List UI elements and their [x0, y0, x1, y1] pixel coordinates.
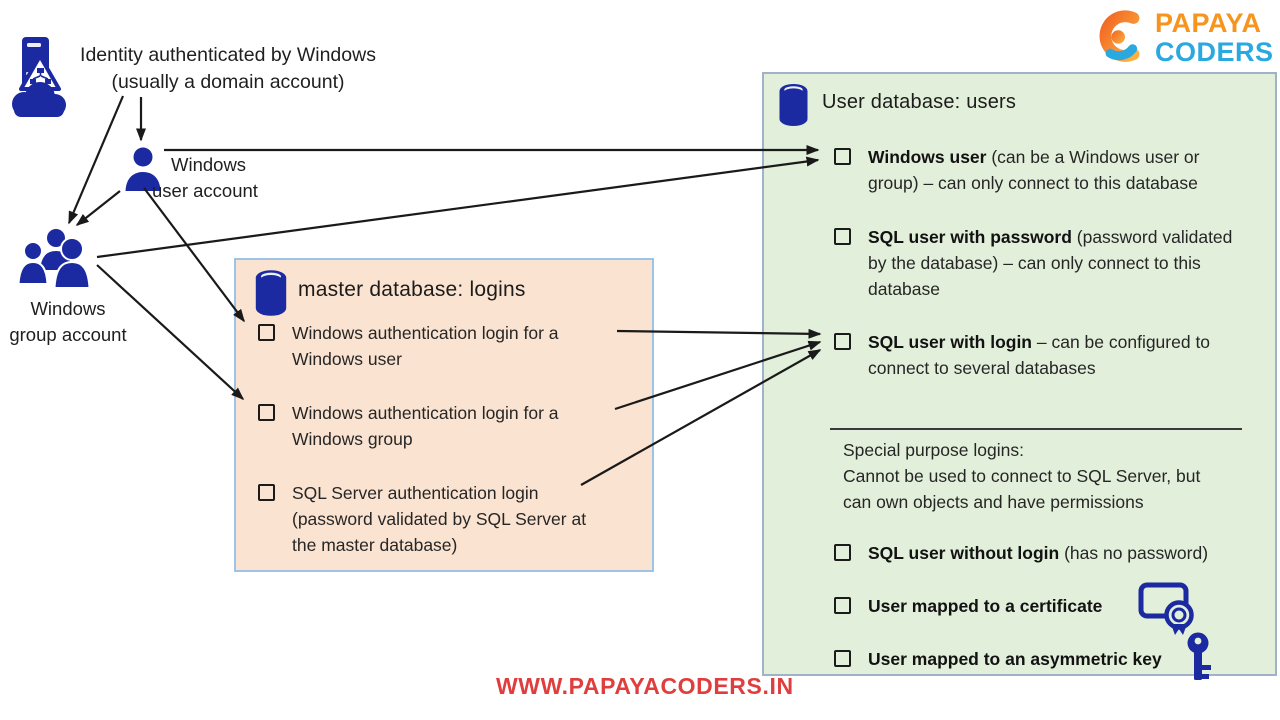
windows-group-icon — [17, 227, 91, 289]
userdb-item-text: Windows user (can be a Windows user or g… — [868, 147, 1200, 193]
userdb-item-sql-user-without-login: SQL user without login (has no password) — [834, 540, 1270, 566]
userdb-item-sql-user-with-login: SQL user with login – can be configured … — [834, 329, 1270, 381]
identity-label: Identity authenticated by Windows (usual… — [68, 42, 388, 96]
checkbox-bullet-icon — [834, 148, 851, 165]
master-database-icon — [255, 270, 287, 316]
website-watermark: WWW.PAPAYACODERS.IN — [496, 673, 794, 699]
user-database-icon — [779, 84, 808, 126]
master-item-text: Windows authentication login for a Windo… — [292, 403, 559, 449]
checkbox-bullet-icon — [258, 324, 275, 341]
checkbox-bullet-icon — [834, 650, 851, 667]
user-database-box: User database: users Windows user (can b… — [762, 72, 1277, 680]
windows-group-label: Windows group account — [0, 296, 140, 348]
windows-group-label-line1: Windows — [30, 298, 106, 319]
master-item-text: Windows authentication login for a Windo… — [292, 323, 559, 369]
windows-user-label-line2: user account — [152, 180, 258, 201]
logo-text-papaya: PAPAYA — [1155, 8, 1262, 38]
checkbox-bullet-icon — [834, 333, 851, 350]
master-item-text: SQL Server authentication login (passwor… — [292, 483, 587, 555]
userdb-item-sql-user-with-password: SQL user with password (password validat… — [834, 224, 1270, 302]
checkbox-bullet-icon — [258, 484, 275, 501]
special-logins-divider — [830, 410, 1242, 430]
userdb-item-text: SQL user with password (password validat… — [868, 227, 1233, 299]
checkbox-bullet-icon — [258, 404, 275, 421]
master-box-title: master database: logins — [298, 278, 526, 301]
userdb-item-text: User mapped to an asymmetric key — [868, 649, 1162, 669]
windows-group-label-line2: group account — [9, 324, 127, 345]
identity-label-line2: (usually a domain account) — [111, 71, 345, 93]
master-database-box: master database: logins Windows authenti… — [234, 258, 654, 572]
checkbox-bullet-icon — [834, 228, 851, 245]
userdb-item-user-mapped-certificate: User mapped to a certificate — [834, 593, 1270, 619]
key-icon — [1187, 632, 1211, 680]
identity-cloud-server-icon — [12, 37, 66, 117]
userdb-item-text: SQL user with login – can be configured … — [868, 332, 1211, 378]
master-item-sql-auth-login: SQL Server authentication login (passwor… — [258, 480, 632, 558]
special-purpose-note: Special purpose logins: Cannot be used t… — [843, 440, 1201, 512]
master-item-login-windows-group: Windows authentication login for a Windo… — [258, 400, 632, 452]
userdb-box-title: User database: users — [822, 91, 1017, 113]
checkbox-bullet-icon — [834, 544, 851, 561]
windows-user-label-line1: Windows — [171, 154, 247, 175]
userdb-item-text: SQL user without login (has no password) — [868, 543, 1209, 563]
userdb-item-user-mapped-asymmetric-key: User mapped to an asymmetric key — [834, 646, 1270, 672]
identity-label-line1: Identity authenticated by Windows — [80, 44, 376, 66]
certificate-icon — [1138, 582, 1194, 635]
logo-text-coders: CODERS — [1155, 37, 1274, 67]
master-item-login-windows-user: Windows authentication login for a Windo… — [258, 320, 632, 372]
userdb-item-text: User mapped to a certificate — [868, 596, 1103, 616]
userdb-item-windows-user: Windows user (can be a Windows user or g… — [834, 144, 1270, 196]
checkbox-bullet-icon — [834, 597, 851, 614]
papaya-coders-logo-icon — [1099, 10, 1140, 62]
